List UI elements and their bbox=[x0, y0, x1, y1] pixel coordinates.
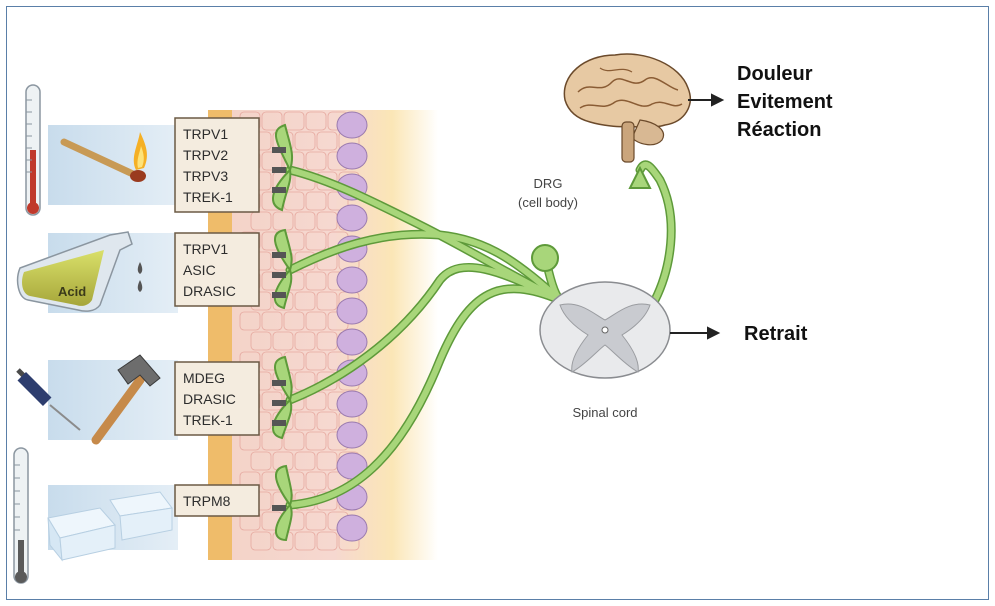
epidermis-cell bbox=[337, 422, 367, 448]
receptor-label: TRPV1 bbox=[183, 241, 228, 257]
receptor-label: DRASIC bbox=[183, 391, 236, 407]
cold-thermometer-icon bbox=[14, 448, 28, 583]
receptor-label: TRPV2 bbox=[183, 147, 228, 163]
receptor-label: TRPV1 bbox=[183, 126, 228, 142]
receptor-label: TRPV3 bbox=[183, 168, 228, 184]
outcome-reaction: Réaction bbox=[737, 119, 821, 141]
epidermis-cell bbox=[337, 329, 367, 355]
outcome-evitement: Evitement bbox=[737, 91, 833, 113]
acid-label: Acid bbox=[58, 284, 86, 299]
epidermis-cell bbox=[337, 205, 367, 231]
ascending-arrow bbox=[630, 168, 650, 188]
brain-icon bbox=[564, 54, 690, 162]
epidermis-cell bbox=[337, 391, 367, 417]
receptor-label: TRPM8 bbox=[183, 493, 231, 509]
spinal-cord bbox=[540, 282, 670, 378]
outcome-douleur: Douleur bbox=[737, 63, 813, 85]
receptor-label: TREK-1 bbox=[183, 412, 233, 428]
receptor-label: ASIC bbox=[183, 262, 216, 278]
drg-label: DRG bbox=[534, 176, 563, 191]
drg-sublabel: (cell body) bbox=[518, 195, 578, 210]
drg-ganglion bbox=[532, 245, 558, 271]
stimulus-bands bbox=[48, 125, 178, 550]
mechanical-band bbox=[48, 360, 178, 440]
receptor-label: TREK-1 bbox=[183, 189, 233, 205]
receptor-label: MDEG bbox=[183, 370, 225, 386]
epidermis-cell bbox=[337, 143, 367, 169]
epidermis-cell bbox=[337, 112, 367, 138]
spinal-cord-label: Spinal cord bbox=[572, 405, 637, 420]
epidermis-cell bbox=[337, 298, 367, 324]
outcome-retrait: Retrait bbox=[744, 323, 808, 345]
receptor-label: DRASIC bbox=[183, 283, 236, 299]
epidermis-cell bbox=[337, 515, 367, 541]
outcome-arrows bbox=[670, 95, 722, 338]
thermometer-icon bbox=[26, 85, 40, 215]
epidermis-cell bbox=[337, 267, 367, 293]
